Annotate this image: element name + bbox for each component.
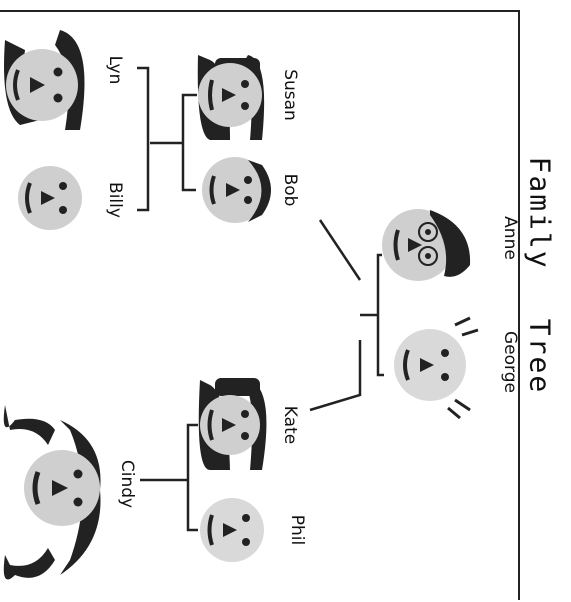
name-susan: Susan	[280, 69, 300, 121]
name-lyn: Lyn	[105, 55, 125, 85]
frame-right-border	[518, 10, 520, 600]
title-tree: Tree	[523, 318, 557, 395]
billy-face-icon	[18, 166, 82, 230]
name-phil: Phil	[287, 514, 307, 546]
name-billy: Billy	[105, 182, 125, 218]
frame-top-border	[0, 10, 520, 12]
phil-face-icon	[200, 498, 264, 562]
name-bob: Bob	[280, 173, 300, 207]
name-kate: Kate	[280, 405, 300, 445]
name-george: George	[500, 331, 520, 393]
susan-face-icon	[197, 55, 265, 140]
line-to-kate	[309, 340, 362, 412]
title-family: Family	[523, 156, 557, 270]
george-face-icon	[394, 316, 479, 420]
lyn-face-icon	[4, 30, 85, 130]
line-susan-bob	[181, 93, 197, 192]
cindy-face-icon	[3, 405, 101, 580]
kate-face-icon	[198, 378, 267, 470]
line-anne-george	[376, 253, 384, 377]
name-anne: Anne	[500, 216, 520, 260]
line-lyn-billy	[137, 66, 150, 212]
anne-face-icon	[382, 209, 471, 281]
connector-lines	[137, 66, 384, 532]
name-cindy: Cindy	[117, 459, 137, 509]
bob-face-icon	[202, 157, 271, 223]
line-to-bob	[318, 219, 362, 281]
line-kate-phil	[186, 423, 198, 532]
